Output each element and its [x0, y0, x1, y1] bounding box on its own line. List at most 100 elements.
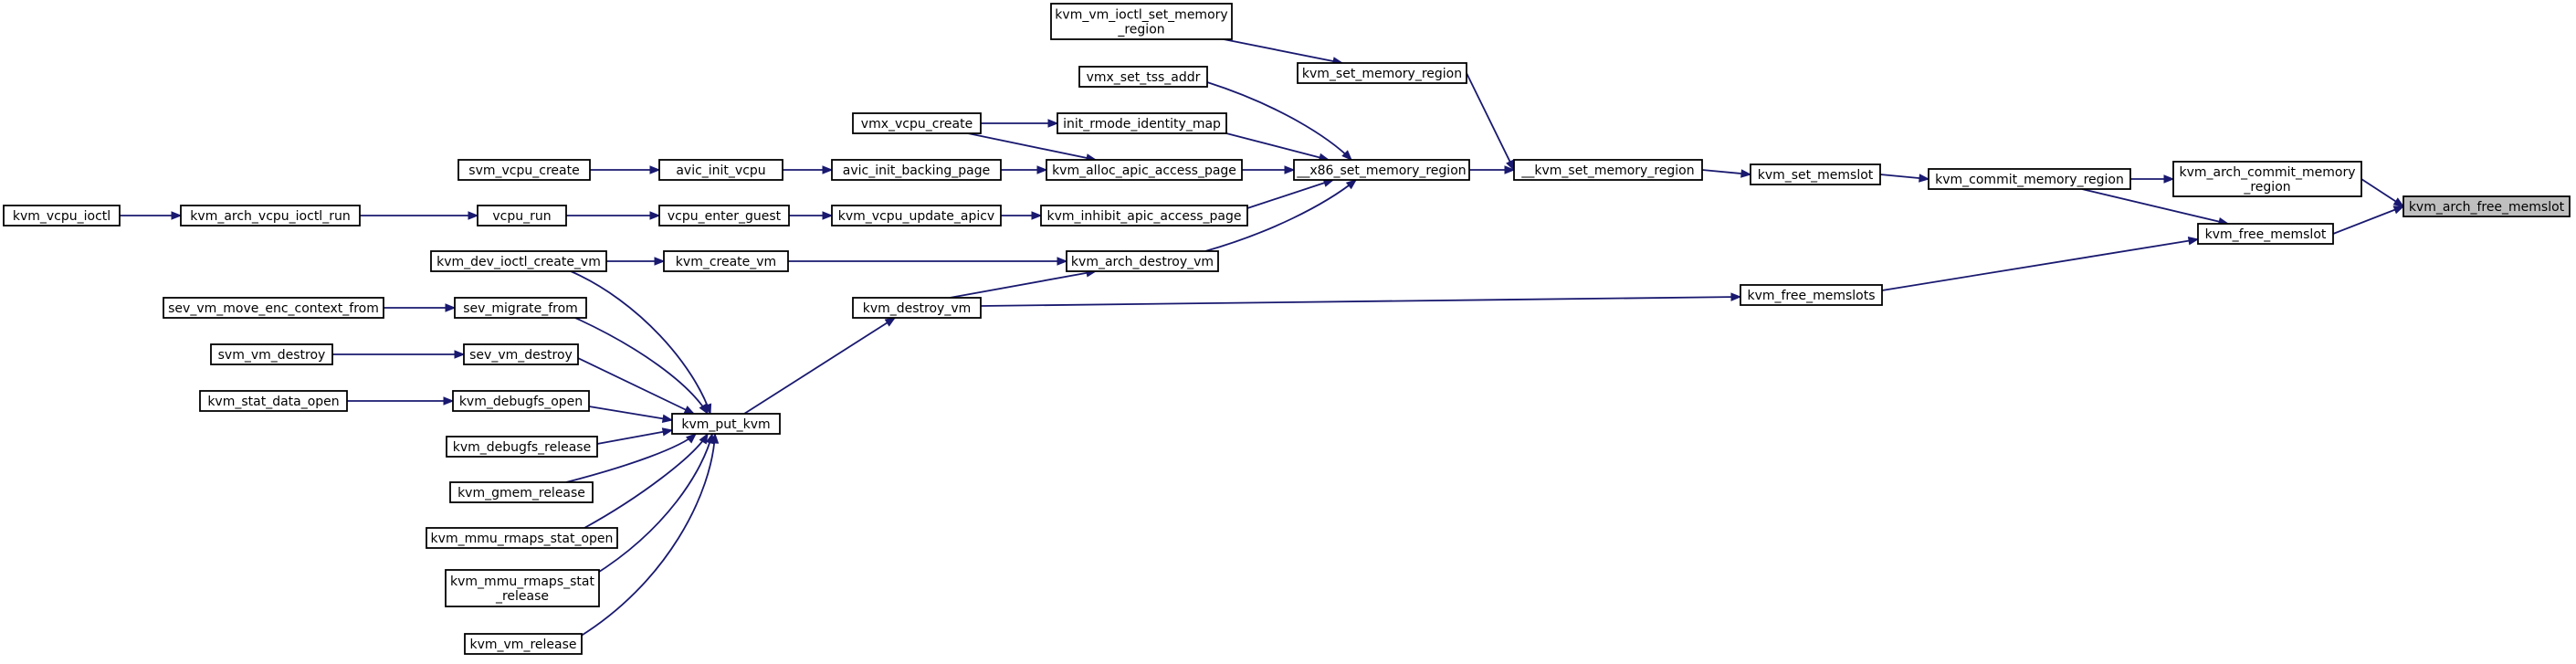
node-kvm_vcpu_update_apicv[interactable]: kvm_vcpu_update_apicv: [831, 205, 1002, 227]
edge-kvm_mmu_rmaps_stat_open-to-kvm_put_kvm: [584, 432, 709, 529]
node-__kvm_set_memory_region[interactable]: __kvm_set_memory_region: [1513, 159, 1703, 181]
node-label: _region: [1117, 23, 1164, 37]
node-box: [1066, 250, 1219, 272]
node-label: kvm_put_kvm: [681, 417, 770, 432]
node-kvm_mmu_rmaps_stat_release[interactable]: kvm_mmu_rmaps_stat_release: [445, 569, 600, 607]
node-box: [445, 569, 600, 607]
node-label: kvm_inhibit_apic_access_page: [1046, 209, 1241, 224]
node-kvm_arch_vcpu_ioctl_run[interactable]: kvm_arch_vcpu_ioctl_run: [180, 205, 361, 227]
node-label: kvm_alloc_apic_access_page: [1052, 163, 1236, 178]
node-kvm_arch_destroy_vm[interactable]: kvm_arch_destroy_vm: [1066, 250, 1219, 272]
node-label: kvm_destroy_vm: [863, 301, 972, 316]
node-box: [671, 413, 781, 435]
node-kvm_arch_free_memslot[interactable]: kvm_arch_free_memslot: [2403, 195, 2571, 217]
node-box: [1750, 163, 1881, 185]
arrowhead-icon: [443, 396, 455, 406]
node-vcpu_run[interactable]: vcpu_run: [477, 205, 567, 227]
node-label: sev_migrate_from: [463, 301, 578, 316]
node-box: [663, 250, 789, 272]
node-kvm_free_memslot[interactable]: kvm_free_memslot: [2197, 223, 2334, 245]
edge-kvm_put_kvm-to-kvm_destroy_vm: [743, 317, 897, 415]
edge-kvm_arch_destroy_vm-to-__x86_set_memory_region: [1204, 179, 1358, 252]
node-kvm_commit_memory_region[interactable]: kvm_commit_memory_region: [1928, 168, 2131, 190]
node-kvm_arch_commit_memory_region[interactable]: kvm_arch_commit_memory_region: [2172, 161, 2362, 197]
node-sev_migrate_from[interactable]: sev_migrate_from: [454, 297, 587, 319]
arrowhead-icon: [884, 317, 897, 327]
node-kvm_debugfs_release[interactable]: kvm_debugfs_release: [446, 436, 598, 458]
arrowhead-icon: [468, 211, 479, 220]
node-box: [658, 205, 790, 227]
edge-vmx_vcpu_create-to-init_rmode_identity_map: [981, 119, 1059, 128]
node-box: [457, 159, 591, 181]
node-kvm_mmu_rmaps_stat_open[interactable]: kvm_mmu_rmaps_stat_open: [426, 527, 618, 549]
node-box: [1057, 112, 1227, 134]
arrowhead-icon: [822, 211, 834, 220]
edge-line: [593, 433, 713, 576]
arrowhead-icon: [2163, 174, 2175, 184]
edge-kvm_destroy_vm-to-kvm_free_memslots: [980, 292, 1742, 307]
node-vcpu_enter_guest[interactable]: vcpu_enter_guest: [658, 205, 790, 227]
node-svm_vcpu_create[interactable]: svm_vcpu_create: [457, 159, 591, 181]
node-vmx_set_tss_addr[interactable]: vmx_set_tss_addr: [1078, 66, 1208, 88]
node-box: [210, 343, 333, 365]
edge-vcpu_run-to-vcpu_enter_guest: [566, 211, 661, 220]
edge-kvm_create_vm-to-kvm_arch_destroy_vm: [788, 257, 1068, 266]
node-box: [199, 390, 348, 412]
node-kvm_set_memory_region[interactable]: kvm_set_memory_region: [1297, 62, 1467, 84]
node-box: [3, 205, 121, 227]
node-box: [1740, 284, 1883, 306]
node-layer: kvm_arch_free_memslot kvm_arch_commit_mem…: [3, 3, 2571, 655]
node-box: [426, 527, 618, 549]
node-box: [163, 297, 384, 319]
arrowhead-icon: [661, 427, 674, 437]
node-kvm_destroy_vm[interactable]: kvm_destroy_vm: [852, 297, 982, 319]
node-kvm_create_vm[interactable]: kvm_create_vm: [663, 250, 789, 272]
node-label: kvm_arch_free_memslot: [2409, 200, 2565, 215]
node-box: [2197, 223, 2334, 245]
edge-line: [967, 132, 1097, 161]
node-label: kvm_vm_ioctl_set_memory: [1055, 8, 1227, 23]
node-avic_init_backing_page[interactable]: avic_init_backing_page: [831, 159, 1002, 181]
node-kvm_set_memslot[interactable]: kvm_set_memslot: [1750, 163, 1881, 185]
node-box: [1297, 62, 1467, 84]
node-box: [446, 436, 598, 458]
edge-kvm_commit_memory_region-to-kvm_arch_commit_memory_region: [2130, 174, 2175, 184]
arrowhead-icon: [1504, 165, 1516, 174]
node-kvm_vm_ioctl_set_memory_region[interactable]: kvm_vm_ioctl_set_memory_region: [1050, 3, 1233, 40]
node-label: _release: [495, 589, 549, 604]
arrowhead-icon: [822, 165, 834, 174]
node-kvm_dev_ioctl_create_vm[interactable]: kvm_dev_ioctl_create_vm: [430, 250, 607, 272]
node-__x86_set_memory_region[interactable]: __x86_set_memory_region: [1293, 159, 1470, 181]
node-kvm_debugfs_open[interactable]: kvm_debugfs_open: [452, 390, 590, 412]
edge-avic_init_vcpu-to-avic_init_backing_page: [783, 165, 834, 174]
node-kvm_alloc_apic_access_page[interactable]: kvm_alloc_apic_access_page: [1046, 159, 1243, 181]
edge-kvm_free_memslots-to-kvm_free_memslot: [1881, 236, 2200, 291]
node-box: [852, 297, 982, 319]
node-sev_vm_destroy[interactable]: sev_vm_destroy: [463, 343, 579, 365]
edge-__kvm_set_memory_region-to-kvm_set_memslot: [1701, 169, 1752, 178]
edge-kvm_vcpu_update_apicv-to-kvm_inhibit_apic_access_page: [1001, 211, 1043, 220]
edge-line: [1206, 81, 1352, 161]
node-kvm_vcpu_ioctl[interactable]: kvm_vcpu_ioctl: [3, 205, 121, 227]
node-label: kvm_vcpu_ioctl: [13, 209, 110, 224]
node-sev_vm_move_enc_context_from[interactable]: sev_vm_move_enc_context_from: [163, 297, 384, 319]
edge-line: [1881, 238, 2199, 291]
edge-line: [1223, 38, 1343, 64]
node-kvm_put_kvm[interactable]: kvm_put_kvm: [671, 413, 781, 435]
node-kvm_stat_data_open[interactable]: kvm_stat_data_open: [199, 390, 348, 412]
node-label: kvm_gmem_release: [457, 486, 585, 501]
node-box: [1046, 159, 1243, 181]
node-svm_vm_destroy[interactable]: svm_vm_destroy: [210, 343, 333, 365]
arrowhead-icon: [2392, 197, 2405, 207]
edge-line: [588, 406, 673, 421]
node-init_rmode_identity_map[interactable]: init_rmode_identity_map: [1057, 112, 1227, 134]
node-kvm_vm_release[interactable]: kvm_vm_release: [464, 633, 583, 655]
node-kvm_inhibit_apic_access_page[interactable]: kvm_inhibit_apic_access_page: [1040, 205, 1248, 227]
node-label: kvm_debugfs_open: [459, 395, 583, 409]
node-vmx_vcpu_create[interactable]: vmx_vcpu_create: [852, 112, 982, 134]
node-avic_init_vcpu[interactable]: avic_init_vcpu: [658, 159, 783, 181]
arrowhead-icon: [445, 303, 457, 312]
node-kvm_gmem_release[interactable]: kvm_gmem_release: [449, 481, 594, 503]
node-kvm_free_memslots[interactable]: kvm_free_memslots: [1740, 284, 1883, 306]
